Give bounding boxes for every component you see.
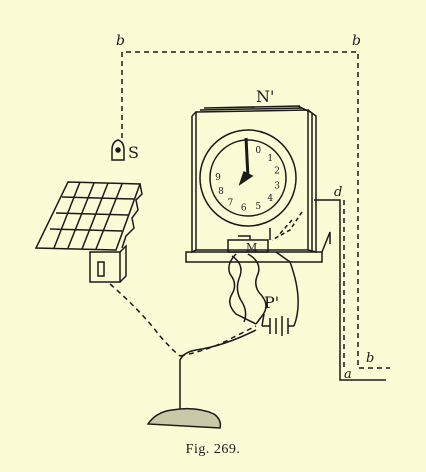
dial-digit: 9 <box>215 173 221 183</box>
label-p-prime: P' <box>264 293 279 312</box>
dashed-internal <box>271 211 303 241</box>
instrument-case <box>185 105 331 263</box>
dial-digit: 6 <box>241 204 247 214</box>
dial-digit: 8 <box>218 187 224 197</box>
coil-wires <box>228 253 267 325</box>
ground-wire <box>179 329 257 412</box>
grid-panel <box>34 181 143 283</box>
battery-p <box>261 251 299 336</box>
wire-d <box>314 199 386 381</box>
label-n-prime: N' <box>256 87 274 106</box>
key-m <box>227 228 271 253</box>
label-b-right: b <box>352 33 361 49</box>
dial-digit: 7 <box>228 198 234 208</box>
label-a-lower: a <box>344 367 352 382</box>
dashed-wire-top <box>121 51 390 369</box>
dial-digit: 3 <box>274 181 280 191</box>
dial-digit: 1 <box>267 154 273 164</box>
dial-digit: 2 <box>274 167 280 177</box>
dashed-panel-wire <box>109 283 181 357</box>
label-b-lower: b <box>366 351 374 366</box>
label-d: d <box>334 185 342 200</box>
ground-mound <box>146 407 222 429</box>
dashed-case-wire <box>179 325 257 357</box>
dial <box>199 129 297 227</box>
sounder-s <box>111 139 125 161</box>
label-m: M <box>246 241 257 254</box>
dial-digit: 0 <box>255 146 261 156</box>
label-b-left: b <box>116 33 125 49</box>
dial-digit: 4 <box>267 194 273 204</box>
label-s: S <box>128 143 139 162</box>
figure-caption: Fig. 269. <box>185 442 241 457</box>
dial-digit: 5 <box>255 202 261 212</box>
